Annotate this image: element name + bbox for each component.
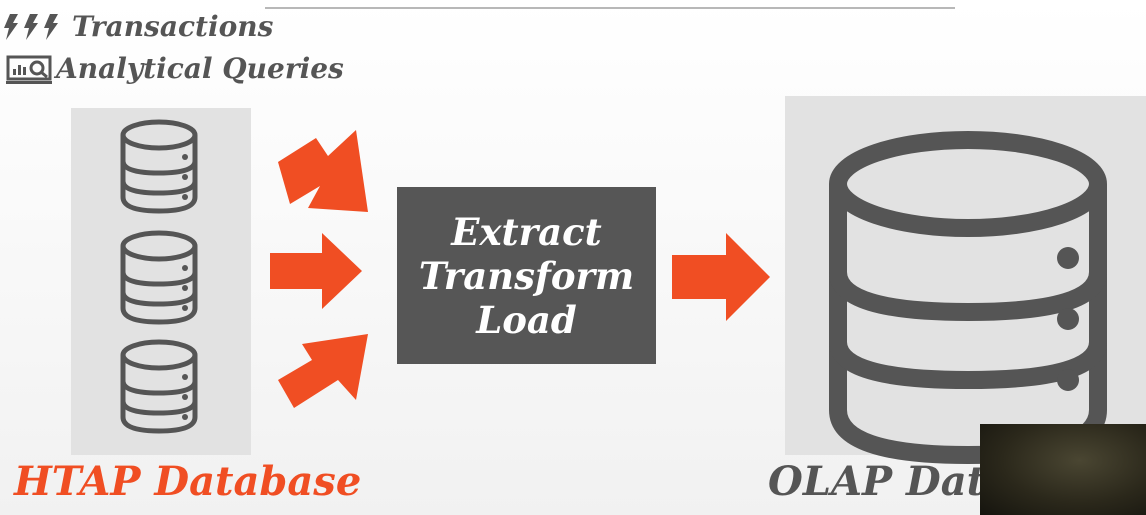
- transactions-label: Transactions: [72, 10, 274, 43]
- analytical-queries-label: Analytical Queries: [56, 52, 344, 85]
- htap-database-label: HTAP Database: [14, 458, 362, 505]
- database-icon: [120, 339, 198, 434]
- etl-load-label: Load: [476, 297, 577, 342]
- arrow-icon: [672, 233, 770, 321]
- arrow-icon: [278, 334, 368, 408]
- etl-extract-label: Extract: [451, 209, 602, 254]
- database-icon: [120, 119, 198, 214]
- legend-analytical-queries: Analytical Queries: [6, 52, 344, 85]
- monitor-chart-icon: [6, 55, 52, 84]
- database-icon: [120, 230, 198, 325]
- top-divider: [265, 7, 955, 9]
- legend-transactions: Transactions: [4, 10, 274, 43]
- database-icon: [829, 131, 1107, 465]
- arrow-icon: [270, 233, 362, 309]
- arrow-icon: [278, 130, 368, 212]
- etl-transform-label: Transform: [418, 253, 635, 298]
- etl-process-box: Extract Transform Load: [397, 187, 656, 364]
- lightning-icon: [4, 13, 58, 40]
- webcam-overlay: [980, 424, 1146, 515]
